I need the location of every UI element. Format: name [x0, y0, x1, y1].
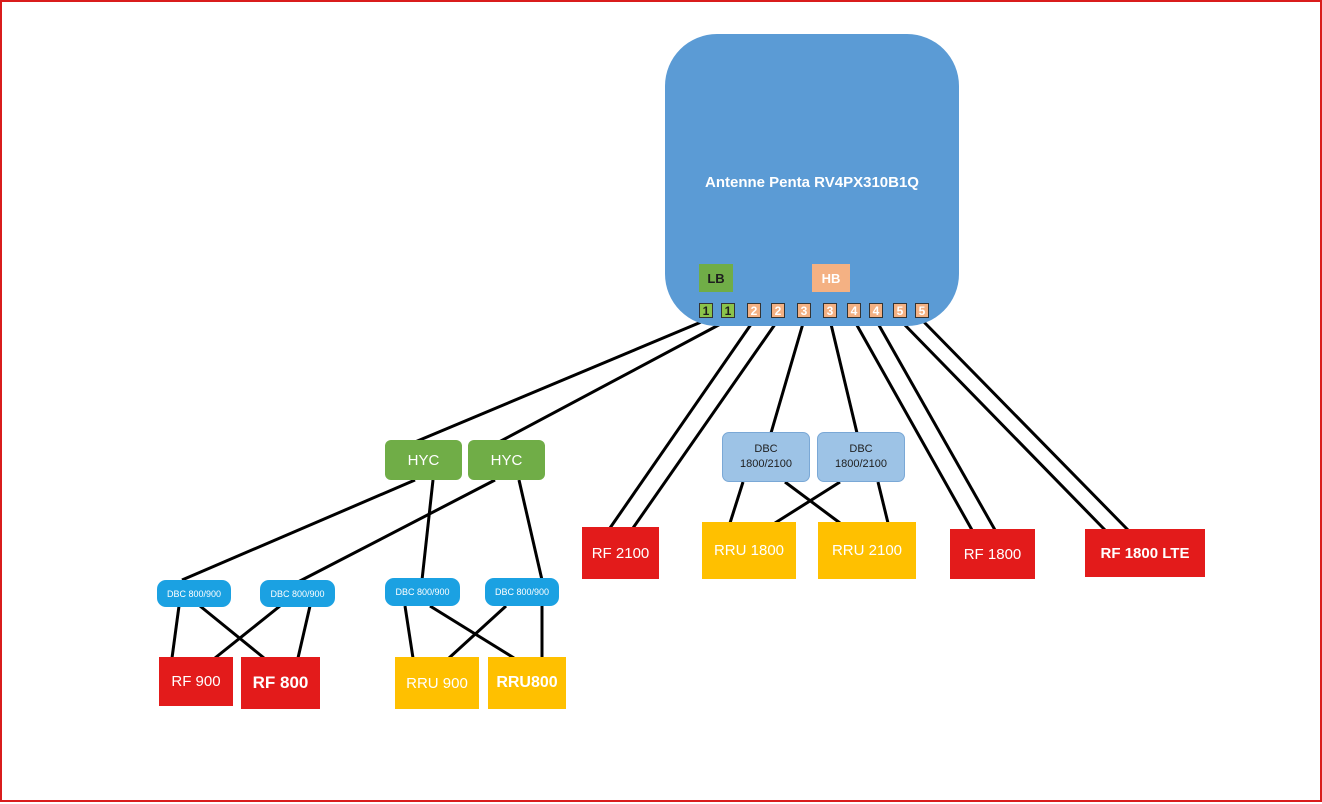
port-3a: 3	[797, 303, 811, 318]
port-2b: 2	[771, 303, 785, 318]
port-5b: 5	[915, 303, 929, 318]
dbc-lowband-3: DBC 800/900	[385, 578, 460, 606]
wire-dbc2-rf900	[214, 604, 281, 660]
wire-port5b-rf1800lte	[920, 318, 1130, 532]
wire-port4a-rf1800	[852, 319, 974, 531]
wire-dbc4-rru900	[447, 604, 508, 660]
wire-port1b-hyc2	[498, 318, 729, 444]
rf-1800-node: RF 1800	[950, 529, 1035, 579]
hyc-node-2: HYC	[468, 440, 545, 480]
band-hb-label: HB	[812, 264, 850, 292]
hyc-node-1: HYC	[385, 440, 462, 480]
wire-dbc5-rru1800	[728, 481, 745, 524]
wire-dbc1-rf800	[199, 604, 265, 660]
band-lb-label: LB	[699, 264, 733, 292]
wire-dbc5-rru2100	[784, 480, 841, 525]
port-4b: 4	[869, 303, 883, 318]
port-4a: 4	[847, 303, 861, 318]
rf-900-node: RF 900	[159, 657, 233, 706]
port-1a: 1	[699, 303, 713, 318]
dbc-highband-1: DBC 1800/2100	[722, 432, 810, 482]
dbc-highband-2: DBC 1800/2100	[817, 432, 905, 482]
dbc-lowband-2: DBC 800/900	[260, 580, 335, 607]
wire-hyc2-dbc2	[297, 478, 496, 584]
wire-port1a-hyc1	[414, 318, 707, 444]
wire-hyc2-dbc4	[517, 479, 544, 581]
wire-dbc3-rru800	[429, 604, 515, 660]
wire-port4b-rf1800	[874, 319, 997, 531]
wire-hyc1-dbc1	[181, 478, 416, 582]
wire-port3a-dbc1	[769, 319, 806, 434]
wire-port2b-rf2100	[631, 319, 780, 529]
rf-2100-node: RF 2100	[582, 527, 659, 579]
wire-dbc2-rf800	[296, 605, 312, 659]
wire-dbc1-rf900	[170, 605, 181, 659]
rru-1800-node: RRU 1800	[702, 522, 796, 579]
dbc-lowband-1: DBC 800/900	[157, 580, 231, 607]
rru-900-node: RRU 900	[395, 657, 479, 709]
wire-hyc1-dbc3	[420, 479, 435, 581]
antenna-title: Antenne Penta RV4PX310B1Q	[705, 174, 919, 191]
wire-dbc3-rru900	[403, 605, 415, 659]
rru-800-node: RRU800	[488, 657, 566, 709]
wire-port5a-rf1800lte	[898, 318, 1107, 532]
port-1b: 1	[721, 303, 735, 318]
rf-800-node: RF 800	[241, 657, 320, 709]
port-5a: 5	[893, 303, 907, 318]
port-2a: 2	[747, 303, 761, 318]
rru-2100-node: RRU 2100	[818, 522, 916, 579]
wire-port3b-dbc2	[828, 319, 859, 434]
rf-1800-lte-node: RF 1800 LTE	[1085, 529, 1205, 577]
dbc-lowband-4: DBC 800/900	[485, 578, 559, 606]
wire-dbc6-rru2100	[876, 481, 890, 524]
wire-port2a-rf2100	[608, 319, 756, 529]
port-3b: 3	[823, 303, 837, 318]
wire-dbc6-rru1800	[774, 480, 841, 525]
